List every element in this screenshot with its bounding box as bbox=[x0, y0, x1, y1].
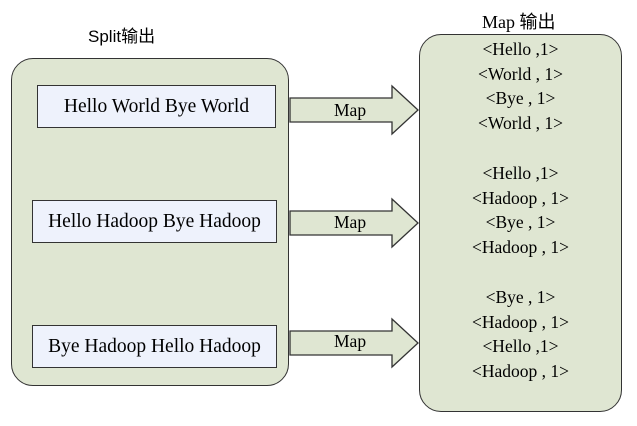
map-output-line: <Hello ,1> bbox=[482, 163, 559, 183]
map-arrow-3 bbox=[289, 317, 419, 369]
map-output-line: <World , 1> bbox=[478, 63, 563, 84]
map-output-group-3: <Bye , 1> <Hadoop , 1> <Hello ,1> <Hadoo… bbox=[419, 285, 622, 383]
map-output-line: <Bye , 1> bbox=[485, 287, 556, 307]
map-output-line: <Hello ,1> bbox=[482, 336, 559, 356]
map-output-line: <World , 1> bbox=[478, 112, 563, 133]
map-arrow-1 bbox=[289, 84, 419, 136]
map-arrow-label-3: Map bbox=[334, 331, 367, 351]
split-box-1: Hello World Bye World bbox=[37, 85, 276, 128]
map-output-group-2: <Hello ,1> <Hadoop , 1> <Bye , 1> <Hadoo… bbox=[419, 161, 622, 259]
map-output-title: Map 输出 bbox=[482, 12, 556, 32]
split-box-2: Hello Hadoop Bye Hadoop bbox=[32, 200, 277, 243]
map-output-line: <Hadoop , 1> bbox=[471, 236, 570, 257]
map-output-group-1: <Hello ,1> <World , 1> <Bye , 1> <World … bbox=[419, 37, 622, 135]
map-arrow-2 bbox=[289, 197, 419, 249]
map-arrow-label-1: Map bbox=[334, 100, 367, 120]
map-output-line: <Hadoop , 1> bbox=[471, 187, 570, 208]
map-output-line: <Bye , 1> bbox=[485, 88, 556, 108]
map-output-line: <Hadoop , 1> bbox=[471, 360, 570, 381]
map-output-line: <Hadoop , 1> bbox=[471, 311, 570, 332]
map-output-line: <Bye , 1> bbox=[485, 212, 556, 232]
split-box-3: Bye Hadoop Hello Hadoop bbox=[32, 325, 277, 368]
map-arrow-label-2: Map bbox=[334, 212, 367, 232]
map-output-line: <Hello ,1> bbox=[482, 39, 559, 59]
map-output-panel bbox=[419, 34, 622, 412]
split-output-title: Split输出 bbox=[88, 27, 156, 46]
